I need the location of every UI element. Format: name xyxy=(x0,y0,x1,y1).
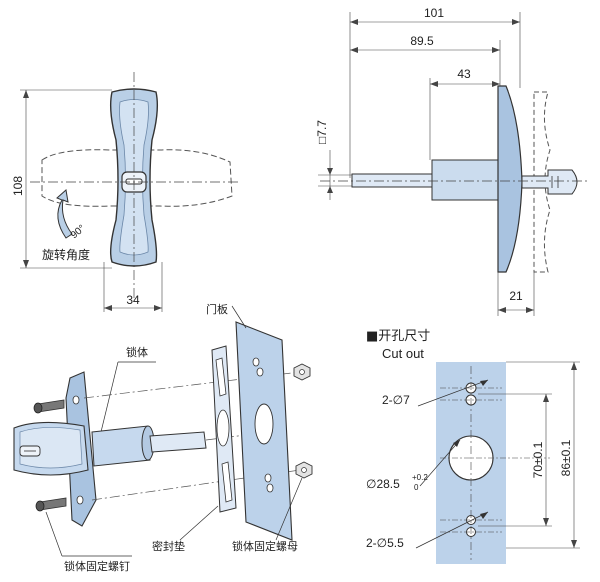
mounting-nut-top xyxy=(293,363,311,381)
mounting-nut-bottom xyxy=(295,461,313,479)
cutout-title-en: Cut out xyxy=(382,346,424,361)
lock-body-tube xyxy=(431,159,499,201)
label-door-panel: 门板 xyxy=(206,302,228,316)
label-screw: 锁体固定螺钉 xyxy=(64,559,130,573)
width-dimension: 34 xyxy=(126,293,140,307)
small-hole-bottom-label: 2-∅5.5 xyxy=(366,536,404,550)
exploded-view: 锁体 密封垫 xyxy=(13,302,313,573)
cutout-view: ■开孔尺寸 Cut out 2-∅7 ∅28.5 +0.2 0 2-∅5.5 xyxy=(366,329,580,564)
overall-length-dimension: 101 xyxy=(424,6,444,20)
key-icon xyxy=(521,169,578,195)
small-hole-top-label: 2-∅7 xyxy=(382,393,410,407)
lock-body-cylinder xyxy=(91,425,151,467)
outer-pitch-dimension: 86±0.1 xyxy=(559,439,573,476)
rotation-angle: 90° xyxy=(69,223,88,241)
handle-side-profile xyxy=(497,85,523,273)
rotation-arrow-icon xyxy=(56,189,73,239)
mounting-screw-top xyxy=(33,399,65,414)
side-view: 101 89.5 43 □7.7 21 xyxy=(315,6,590,316)
square-shaft-dimension: □7.7 xyxy=(315,120,329,144)
rotated-handle-outline xyxy=(41,149,233,207)
label-nut: 锁体固定螺母 xyxy=(232,539,298,553)
cutout-title-cn: ■开孔尺寸 xyxy=(366,329,430,344)
front-view: 108 34 90° 旋转角度 xyxy=(11,72,240,312)
center-hole-tol-lower: 0 xyxy=(414,483,419,492)
square-shaft xyxy=(351,173,433,188)
handle-depth-dimension: 21 xyxy=(509,289,523,303)
shaft-length-dimension: 89.5 xyxy=(410,34,434,48)
inner-pitch-dimension: 70±0.1 xyxy=(531,441,545,478)
center-hole-label: ∅28.5 xyxy=(366,477,400,491)
mounting-screw-bottom xyxy=(35,497,67,512)
height-dimension: 108 xyxy=(11,176,25,196)
label-seal: 密封垫 xyxy=(152,539,185,553)
exploded-square-shaft xyxy=(149,431,207,453)
body-length-dimension: 43 xyxy=(457,67,471,81)
center-hole-tol-upper: +0.2 xyxy=(412,473,428,482)
rotation-caption: 旋转角度 xyxy=(42,247,90,262)
label-lock-body: 锁体 xyxy=(126,345,148,359)
